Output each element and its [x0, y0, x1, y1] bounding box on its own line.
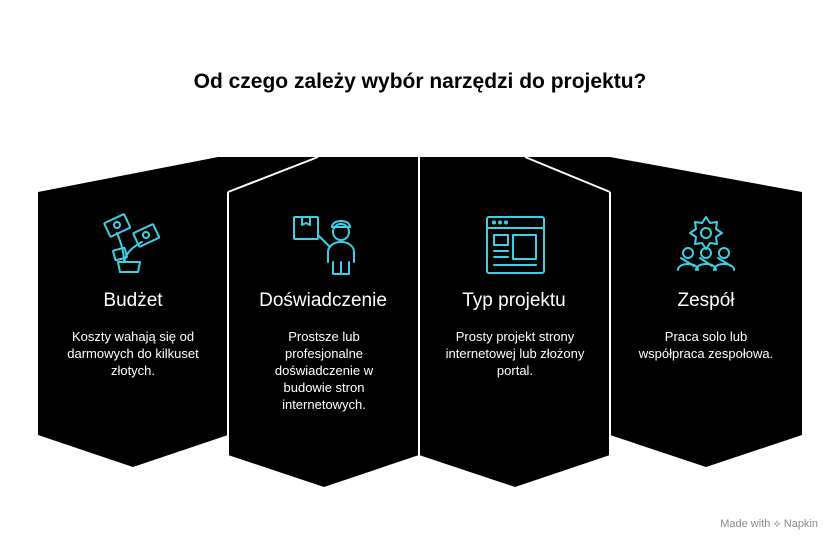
card-desc-typ-projektu: Prosty projekt strony internetowej lub z… [445, 329, 585, 378]
team-gear-icon [677, 216, 735, 271]
card-title-budzet: Budżet [103, 290, 163, 311]
money-plant-icon [103, 213, 161, 273]
page-title: Od czego zależy wybór narzędzi do projek… [193, 70, 647, 93]
napkin-watermark: Made with ⟡ Napkin [720, 518, 818, 530]
card-zespol [610, 192, 802, 467]
card-typ-projektu [419, 192, 610, 487]
card-desc-budzet: Koszty wahają się od darmowych do kilkus… [67, 329, 199, 378]
card-title-typ-projektu: Typ projektu [462, 290, 566, 311]
card-doswiadczenie [228, 192, 419, 487]
worker-box-icon [293, 216, 355, 275]
card-title-doswiadczenie: Doświadczenie [259, 290, 387, 311]
card-dividers [227, 156, 611, 487]
card-desc-doswiadczenie: Prostsze lub profesjonalne doświadczenie… [274, 329, 374, 412]
browser-layout-icon [486, 216, 545, 274]
card-budzet [38, 192, 228, 467]
card-desc-zespol: Praca solo lub współpraca zespołowa. [638, 329, 774, 361]
card-title-zespol: Zespół [677, 290, 735, 311]
